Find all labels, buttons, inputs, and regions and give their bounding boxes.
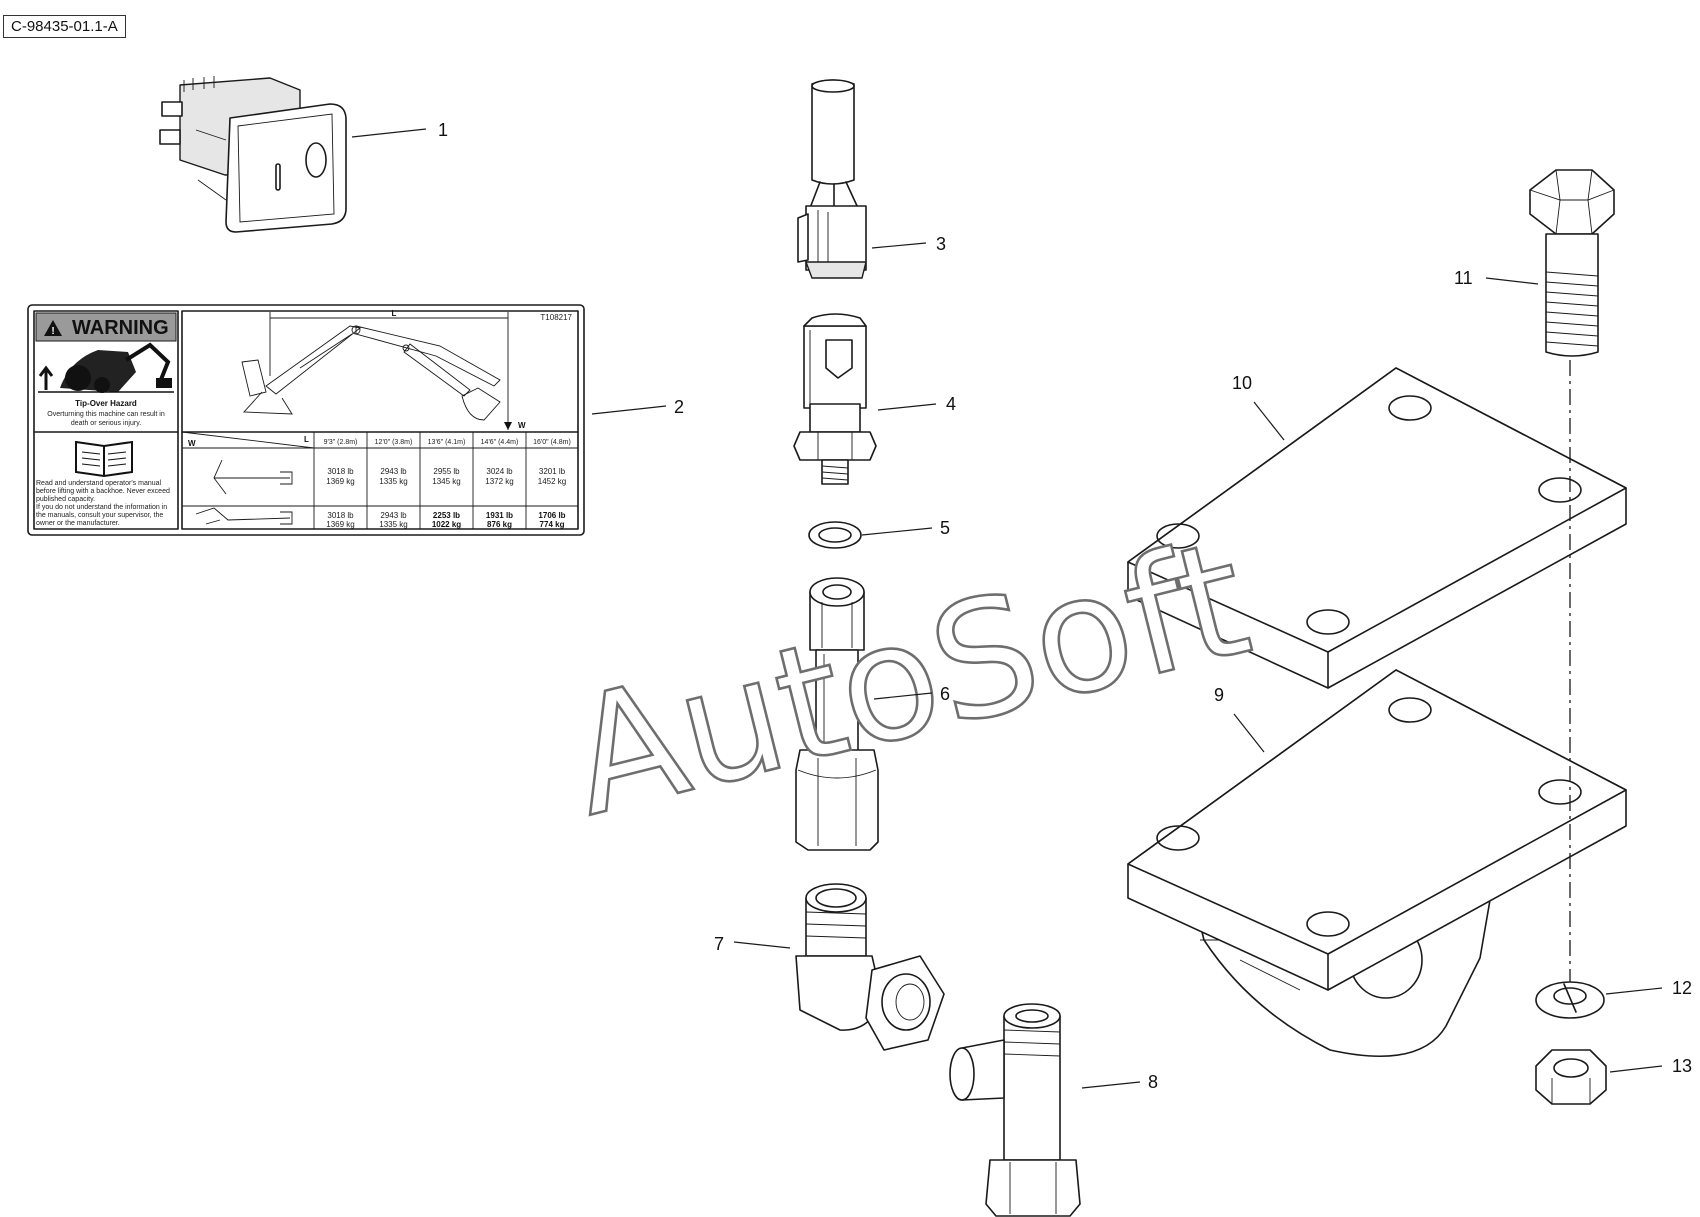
decal-manual-line-3: published capacity.	[36, 496, 95, 503]
part-10-mounting-plate[interactable]	[1127, 367, 1627, 689]
table-cell-kg: 876 kg	[487, 520, 512, 529]
callout-2: 2	[674, 397, 684, 417]
table-cell-kg: 774 kg	[540, 520, 565, 529]
table-cell-kg: 1335 kg	[379, 477, 407, 486]
decal-hazard-line-2: death or serious injury.	[71, 420, 141, 427]
callout-13: 13	[1672, 1056, 1692, 1076]
decal-dimension-L: L	[392, 309, 397, 318]
manual-book-icon	[75, 440, 133, 478]
callout-6: 6	[940, 684, 950, 704]
callout-9: 9	[1214, 685, 1224, 705]
table-cell-lb: 2253 lb	[433, 511, 460, 520]
decal-warning-title: WARNING	[72, 317, 169, 339]
decal-manual-line-2: before lifting with a backhoe. Never exc…	[36, 488, 170, 495]
part-8-tee-fitting[interactable]	[949, 1003, 1081, 1217]
part-13-hex-nut[interactable]	[1535, 1049, 1607, 1105]
part-9-mounting-bracket[interactable]	[1127, 669, 1627, 1058]
table-corner-l: L	[304, 435, 309, 444]
part-3-connector-plug[interactable]	[797, 79, 867, 279]
callout-11: 11	[1454, 268, 1473, 288]
part-11-hex-bolt[interactable]	[1529, 169, 1615, 357]
part-2-warning-decal[interactable]: ! WARNING Tip-Over Hazard Overturning th…	[27, 304, 585, 536]
decal-dimension-W: W	[518, 421, 526, 430]
table-cell-kg: 1345 kg	[432, 477, 460, 486]
decal-hazard-line-1: Overturning this machine can result in	[47, 411, 165, 418]
table-column-header: 14'6" (4.4m)	[481, 439, 519, 446]
table-cell-lb: 2943 lb	[380, 467, 407, 476]
part-5-washer[interactable]	[808, 521, 862, 549]
callout-4: 4	[946, 394, 956, 414]
part-7-elbow-fitting[interactable]	[795, 883, 945, 1051]
decal-hazard-title: Tip-Over Hazard	[75, 399, 137, 408]
table-cell-kg: 1369 kg	[326, 477, 354, 486]
part-1-rocker-switch[interactable]	[159, 76, 347, 233]
decal-manual-line-5: the manuals, consult your supervisor, th…	[36, 512, 163, 519]
drawing-id-label: C-98435-01.1-A	[3, 15, 126, 38]
svg-text:!: !	[51, 326, 54, 337]
table-cell-kg: 1335 kg	[379, 520, 407, 529]
table-cell-lb: 1931 lb	[486, 511, 513, 520]
watermark: AutoSoft	[552, 503, 1267, 853]
decal-part-code: T108217	[540, 313, 572, 322]
part-6-hose-adapter[interactable]	[795, 577, 879, 851]
table-cell-lb: 3018 lb	[327, 467, 354, 476]
table-cell-lb: 3201 lb	[539, 467, 566, 476]
callout-12: 12	[1672, 978, 1692, 998]
callout-7: 7	[714, 934, 724, 954]
table-cell-lb: 3018 lb	[327, 511, 354, 520]
part-12-lock-washer[interactable]	[1535, 981, 1605, 1019]
svg-text:AutoSoft: AutoSoft	[553, 504, 1265, 852]
callout-3: 3	[936, 234, 946, 254]
capacity-table: W L 9'3" (2.8m) 12'0" (3.8m) 13'6" (4.1m) 1…	[181, 431, 578, 529]
table-cell-kg: 1372 kg	[485, 477, 513, 486]
table-cell-lb: 1706 lb	[538, 511, 565, 520]
table-column-header: 12'0" (3.8m)	[375, 439, 413, 446]
table-cell-lb: 3024 lb	[486, 467, 513, 476]
decal-manual-line-4: If you do not understand the information…	[36, 504, 167, 511]
table-cell-kg: 1452 kg	[538, 477, 566, 486]
table-cell-kg: 1022 kg	[432, 520, 461, 529]
backhoe-boom-illustration: L W T108217	[241, 309, 573, 430]
decal-manual-line-1: Read and understand operator's manual	[36, 480, 162, 487]
part-4-pressure-switch[interactable]	[793, 313, 877, 485]
callout-leaders	[351, 128, 1663, 1089]
decal-manual-line-6: owner or the manufacturer.	[36, 520, 120, 527]
callout-1: 1	[438, 120, 448, 140]
tip-over-pictogram	[38, 342, 174, 393]
callout-8: 8	[1148, 1072, 1158, 1092]
callout-10: 10	[1232, 373, 1252, 393]
table-cell-kg: 1369 kg	[326, 520, 354, 529]
table-cell-lb: 2943 lb	[380, 511, 407, 520]
table-cell-lb: 2955 lb	[433, 467, 460, 476]
callout-5: 5	[940, 518, 950, 538]
table-column-header: 13'6" (4.1m)	[428, 439, 466, 446]
table-column-header: 9'3" (2.8m)	[324, 439, 358, 446]
table-column-header: 16'0" (4.8m)	[533, 439, 571, 446]
table-corner-w: W	[188, 439, 196, 448]
